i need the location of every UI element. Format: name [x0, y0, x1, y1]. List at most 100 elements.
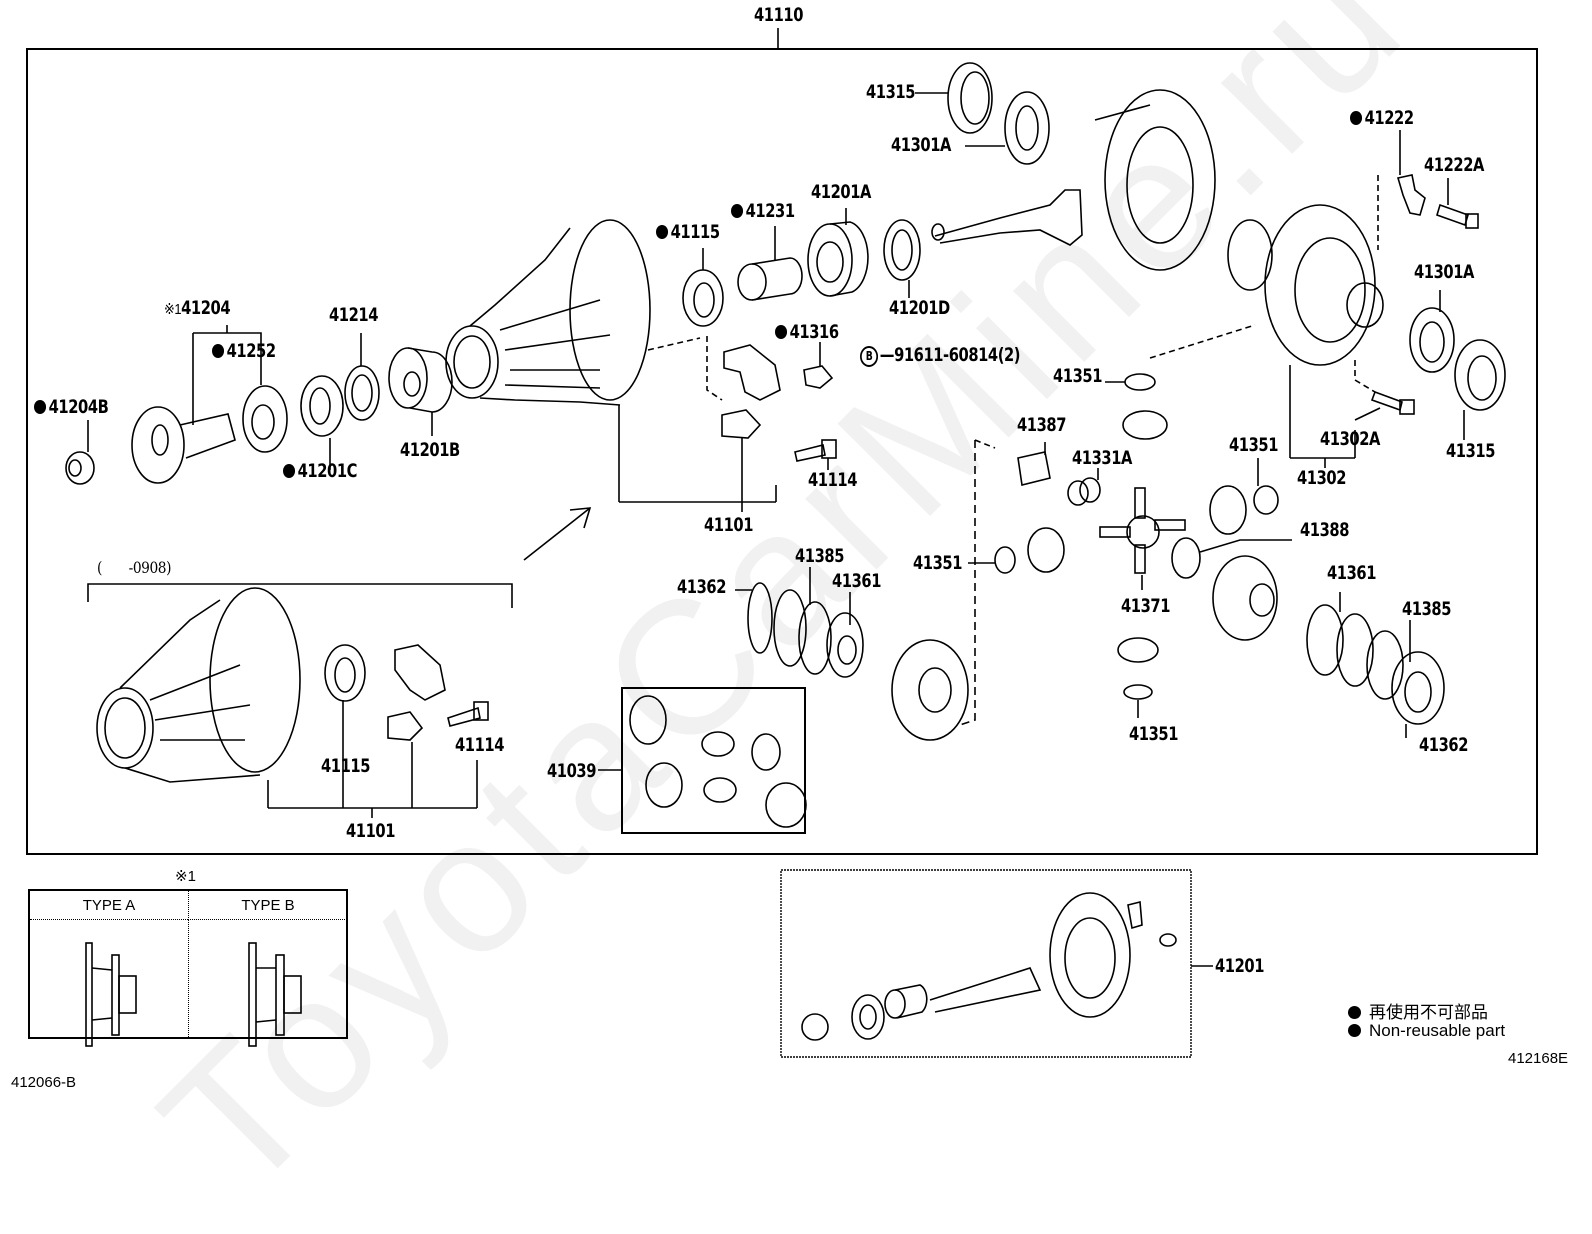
diagram-drawing — [26, 28, 1538, 1058]
legend-english: Non-reusable part — [1348, 1021, 1505, 1041]
label-41101[interactable]: 41101 — [704, 514, 753, 536]
type-b-header: TYPE B — [188, 891, 347, 920]
label-41351-d[interactable]: 41351 — [1129, 723, 1178, 745]
label-41362-right[interactable]: 41362 — [1419, 734, 1468, 756]
flange-41204 — [131, 325, 262, 484]
kit-41039-box — [621, 687, 806, 834]
label-41302[interactable]: 41302 — [1297, 467, 1346, 489]
bearing-41201B — [388, 347, 453, 436]
legend-japanese: 再使用不可部品 — [1348, 998, 1488, 1023]
label-41201-kit[interactable]: 41201 — [1215, 955, 1264, 977]
label-inset-41101[interactable]: 41101 — [346, 820, 395, 842]
bearing-41301A-right — [1409, 290, 1455, 373]
pinion-gear-top — [1122, 410, 1168, 440]
bearing-cap — [721, 344, 781, 439]
carrier-housing — [445, 219, 777, 512]
drive-pinion-ring-gear — [931, 89, 1216, 271]
type-table-note: ※1 — [175, 868, 196, 885]
label-41201D[interactable]: 41201D — [889, 297, 950, 319]
bearing-41201A — [807, 208, 869, 297]
label-41231[interactable]: 41231 — [731, 201, 795, 221]
side-gear-right — [1212, 555, 1278, 641]
label-41204[interactable]: ※141204 — [164, 297, 231, 319]
direction-arrow — [523, 507, 592, 561]
label-41362-left[interactable]: 41362 — [677, 576, 726, 598]
bolt-41114 — [794, 439, 837, 470]
thrust-washer-41351-c — [968, 546, 1016, 574]
type-a-header: TYPE A — [30, 891, 188, 920]
thrust-washer-41351-b — [1253, 458, 1279, 515]
label-41331A[interactable]: 41331A — [1072, 447, 1132, 469]
label-41222A[interactable]: 41222A — [1424, 154, 1484, 176]
label-41315-right[interactable]: 41315 — [1446, 440, 1495, 462]
bearing-41315-top — [915, 62, 993, 134]
thrust-washer-41351-a — [1105, 373, 1156, 391]
label-41110[interactable]: 41110 — [754, 4, 803, 26]
non-reusable-dot-icon — [212, 344, 225, 358]
lock-plate-41222 — [1377, 130, 1426, 250]
label-41201A[interactable]: 41201A — [811, 181, 871, 203]
inset-old-housing — [87, 583, 513, 818]
non-reusable-dot-icon — [283, 464, 296, 478]
label-41115[interactable]: 41115 — [656, 222, 720, 242]
label-inset-41114[interactable]: 41114 — [455, 734, 504, 756]
label-41214[interactable]: 41214 — [329, 304, 378, 326]
spring-41331A — [1067, 468, 1101, 506]
label-41315-top[interactable]: 41315 — [866, 81, 915, 103]
non-reusable-dot-icon — [34, 400, 47, 414]
non-reusable-dot-icon — [1348, 1024, 1361, 1037]
bolt-41222A — [1436, 178, 1479, 229]
label-41385-right[interactable]: 41385 — [1402, 598, 1451, 620]
label-41387[interactable]: 41387 — [1017, 414, 1066, 436]
label-41039[interactable]: 41039 — [547, 760, 596, 782]
label-41385-left[interactable]: 41385 — [795, 545, 844, 567]
pinion-gear-bottom — [1117, 637, 1159, 663]
non-reusable-dot-icon — [775, 325, 788, 339]
label-inset-41115[interactable]: 41115 — [321, 755, 370, 777]
clip-41316 — [803, 342, 834, 389]
label-41222[interactable]: 41222 — [1350, 108, 1414, 128]
label-41114[interactable]: 41114 — [808, 469, 857, 491]
label-41201B[interactable]: 41201B — [400, 439, 460, 461]
label-41252[interactable]: 41252 — [212, 341, 276, 361]
spacer-41231 — [737, 226, 803, 301]
label-41351-b[interactable]: 41351 — [1229, 434, 1278, 456]
label-41351-a[interactable]: 41351 — [1053, 365, 1102, 387]
label-41302A[interactable]: 41302A — [1320, 428, 1380, 450]
type-table-divider — [188, 919, 189, 1037]
non-reusable-dot-icon — [1348, 1006, 1361, 1019]
main-assembly-frame — [26, 48, 1538, 855]
side-gear-right-top — [1209, 485, 1247, 535]
footer-left-code: 412066-B — [11, 1074, 77, 1091]
non-reusable-dot-icon — [1350, 111, 1363, 125]
cross-shaft-41371 — [1099, 487, 1186, 590]
dashed-guide — [959, 440, 976, 726]
label-41204B[interactable]: 41204B — [34, 397, 109, 417]
label-41388[interactable]: 41388 — [1300, 519, 1349, 541]
washer-41214 — [344, 333, 380, 421]
note-mark: ※1 — [164, 301, 182, 318]
kit-41201-parts — [801, 892, 1177, 1041]
ring-41201C — [300, 375, 344, 470]
pinion-gear-left — [1027, 527, 1065, 573]
type-a-drawing — [85, 942, 137, 1047]
kit-41201-box — [780, 869, 1192, 1058]
label-bolt-ref[interactable]: B—91611-60814(2) — [860, 345, 1021, 367]
type-b-drawing — [248, 942, 302, 1047]
side-gear-left — [891, 639, 969, 741]
type-table: TYPE A TYPE B — [28, 889, 348, 1039]
footer-right-code: 412168E — [1508, 1050, 1569, 1067]
label-41201C[interactable]: 41201C — [283, 461, 357, 481]
date-range-label: ( -0908) — [97, 558, 172, 577]
differential-case-41302 — [1149, 204, 1384, 468]
kit-41039-gears — [629, 695, 807, 828]
label-41301A-right[interactable]: 41301A — [1414, 261, 1474, 283]
clutch-pack-left — [735, 567, 864, 678]
label-41371[interactable]: 41371 — [1121, 595, 1170, 617]
bolt-symbol-icon: B — [860, 346, 879, 367]
label-41361-left[interactable]: 41361 — [832, 570, 881, 592]
label-41351-c[interactable]: 41351 — [913, 552, 962, 574]
label-41301A-top[interactable]: 41301A — [891, 134, 951, 156]
label-41361-right[interactable]: 41361 — [1327, 562, 1376, 584]
label-41316[interactable]: 41316 — [775, 322, 839, 342]
